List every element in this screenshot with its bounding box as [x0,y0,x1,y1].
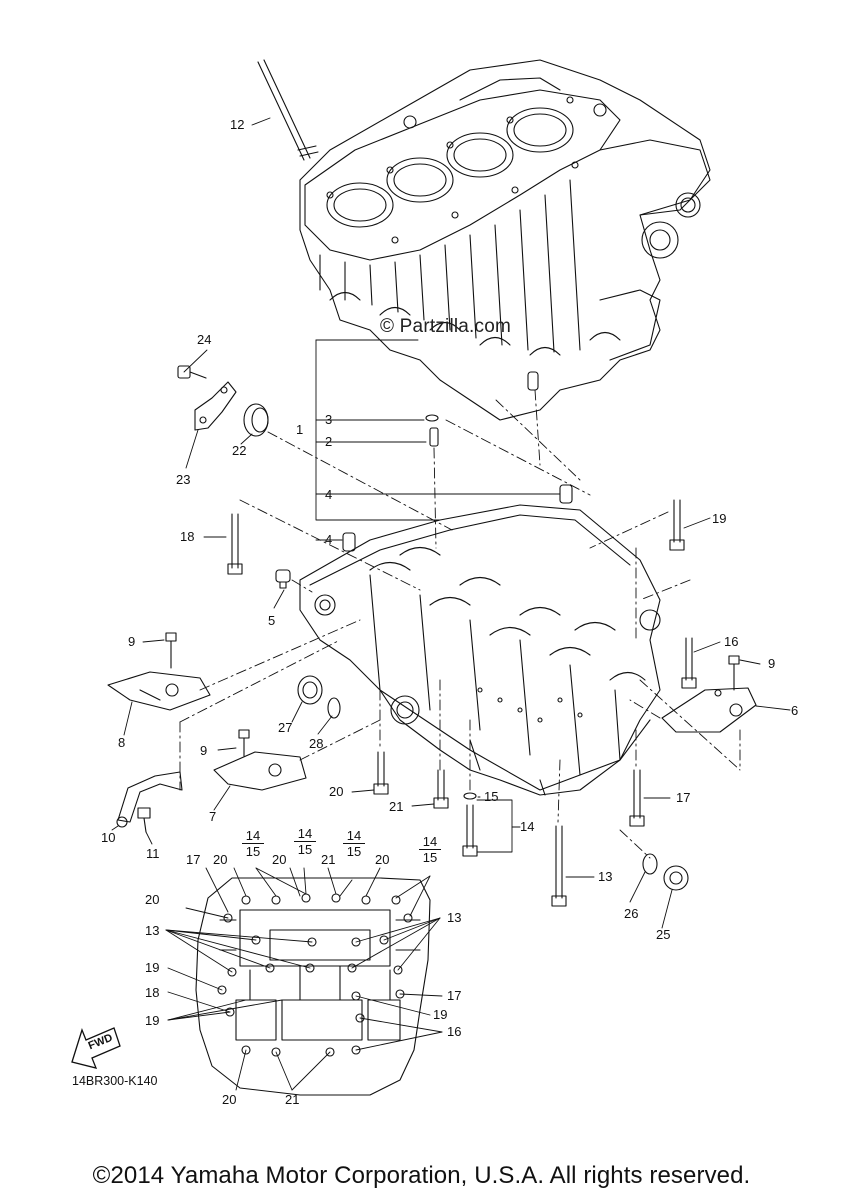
cover-7 [214,752,306,790]
bottom-callout-17: 17 [186,852,201,867]
callout-15: 15 [484,789,499,804]
lower-crankcase-illustration [300,485,660,795]
bottom-callout-20-c: 20 [375,852,390,867]
crankcase-bottom-view [196,878,430,1095]
callout-20: 20 [329,784,344,799]
copyright-notice: ©2014 Yamaha Motor Corporation, U.S.A. A… [92,1162,751,1189]
bottom-fraction-14-15-b: 14 15 [294,826,316,857]
bottom-callout-20-a: 20 [213,852,228,867]
bolt-9-right [729,656,739,690]
callout-28: 28 [309,736,324,751]
bottom-callout-21-bottom: 21 [285,1092,300,1107]
bottom-fraction-14-15-a: 14 15 [242,828,264,859]
bolt-9-lower [239,730,249,756]
callout-1: 1 [296,422,304,437]
diagram-code: 14BR300-K140 [72,1074,158,1088]
bottom-callout-17-right: 17 [447,988,462,1003]
callout-21: 21 [389,799,404,814]
explode-lines [180,390,740,858]
callout-26: 26 [624,906,639,921]
bottom-callout-13-left: 13 [145,923,160,938]
bottom-fraction-14-15-c: 14 15 [343,828,365,859]
callout-23: 23 [176,472,191,487]
callout-22: 22 [232,443,247,458]
bottom-callout-13-right: 13 [447,910,462,925]
callout-25: 25 [656,927,671,942]
callout-11: 11 [146,846,160,861]
callout-4-upper: 4 [325,487,333,502]
watermark-text: © Partzilla.com [380,316,512,337]
bolt-11 [138,808,150,832]
bolt-21 [434,770,448,808]
bottom-callout-21: 21 [321,852,336,867]
callout-2: 2 [325,434,333,449]
callout-24: 24 [197,332,212,347]
cover-8 [108,672,210,710]
forward-arrow-icon [72,1028,120,1068]
bolt-16 [682,638,696,688]
callout-17: 17 [676,790,691,805]
callout-16: 16 [724,634,739,649]
washer-15 [464,793,476,799]
callout-5: 5 [268,613,276,628]
bottom-callout-20-b: 20 [272,852,287,867]
plug-25 [664,866,688,890]
callout-18: 18 [180,529,195,544]
bolt-9-upper [166,633,176,668]
washer-3 [426,415,438,421]
callout-9-left: 9 [128,634,136,649]
bottom-callout-18-left: 18 [145,985,160,1000]
bottom-fraction-14-15-d: 14 15 [419,834,441,865]
bolt-13 [552,826,566,906]
plug-2 [430,428,438,446]
plug-27 [298,676,322,704]
callout-6: 6 [791,703,799,718]
plug-5 [276,570,290,588]
callout-8: 8 [118,735,126,750]
callout-9-middle: 9 [200,743,208,758]
oring-28 [328,698,340,718]
callout-10: 10 [101,830,116,845]
bottom-callout-20-bottom: 20 [222,1092,237,1107]
bolt-18 [228,514,242,574]
bottom-callout-16-right: 16 [447,1024,462,1039]
bolt-17 [630,770,644,826]
callout-9-right: 9 [768,656,776,671]
bottom-callout-20-left: 20 [145,892,160,907]
callout-7: 7 [209,809,217,824]
bottom-callout-19-left-a: 19 [145,960,160,975]
bolt-14 [463,805,477,856]
bolt-20 [374,752,388,794]
callout-13: 13 [598,869,613,884]
callout-19: 19 [712,511,727,526]
bolt-24 [178,366,206,378]
bracket-10 [117,772,182,827]
bottom-callout-19-right: 19 [433,1007,448,1022]
callout-4-lower: 4 [325,532,333,547]
stud-bolt-12 [258,60,318,160]
bolt-19 [670,500,684,550]
leader-lines [112,118,790,928]
gasket-26 [643,854,657,874]
bottom-callout-19-left-b: 19 [145,1013,160,1028]
seal-22 [244,404,268,436]
cover-6 [662,688,756,732]
bracket-23 [195,382,236,430]
upper-crankcase-illustration [300,60,710,420]
callout-3: 3 [325,412,333,427]
callout-14: 14 [520,819,535,834]
bottom-view-leaders [166,868,442,1090]
callout-27: 27 [278,720,293,735]
callout-12: 12 [230,117,245,132]
